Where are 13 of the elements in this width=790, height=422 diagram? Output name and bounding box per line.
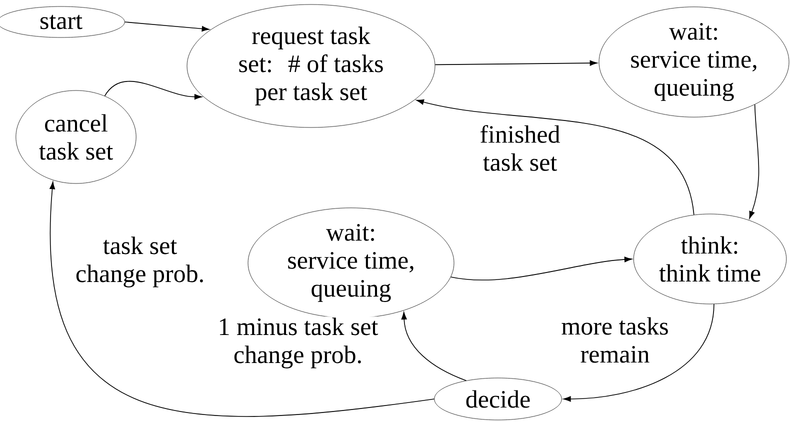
edge-label: more tasks remain — [556, 316, 674, 364]
arrow — [104, 80, 202, 100]
arrow — [434, 60, 598, 66]
edge-label: task set change prob. — [72, 236, 208, 288]
arrow — [563, 304, 714, 402]
arrow — [401, 312, 467, 381]
arrow — [416, 99, 694, 216]
edge-label: finished task set — [472, 124, 568, 172]
arrow — [50, 182, 435, 417]
arrow — [450, 256, 632, 280]
arrow — [124, 22, 210, 32]
edge-label: 1 minus task set change prob. — [212, 316, 384, 370]
arrow — [749, 104, 760, 219]
